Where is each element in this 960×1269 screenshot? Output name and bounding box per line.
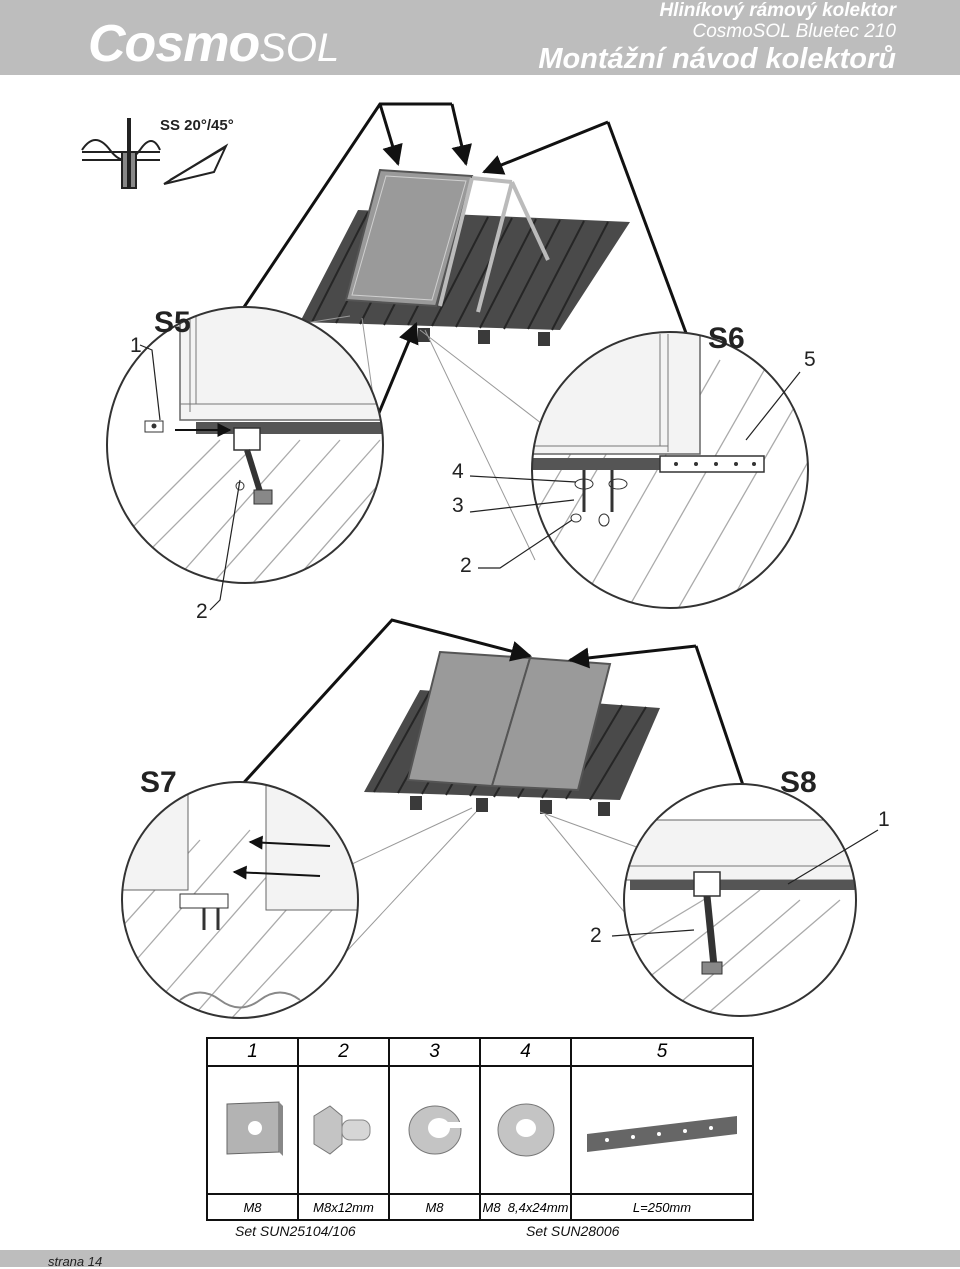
detail-s5 bbox=[106, 306, 384, 584]
step-label-s8: S8 bbox=[780, 766, 817, 799]
perforated-strip-icon bbox=[587, 1115, 737, 1152]
header-line-2: CosmoSOL Bluetec 210 bbox=[692, 21, 897, 42]
step-label-s5: S5 bbox=[154, 306, 191, 339]
detail-s7 bbox=[121, 781, 359, 1019]
part-number-4: 4 bbox=[479, 1037, 572, 1067]
part-number-5: 5 bbox=[570, 1037, 754, 1067]
brand-logo: CosmoSOL bbox=[88, 14, 339, 74]
part-code-1: M8 bbox=[206, 1193, 299, 1221]
callout-leaders-top bbox=[139, 344, 801, 611]
collector-panels-bottom bbox=[406, 650, 612, 792]
detail-s6 bbox=[531, 331, 809, 609]
pointer-arrows-top bbox=[228, 102, 698, 421]
part-code-4: M8 8,4x24mm bbox=[479, 1193, 572, 1221]
page-number: strana 14 bbox=[48, 1254, 103, 1269]
part-image-5 bbox=[570, 1065, 754, 1195]
part-image-1 bbox=[206, 1065, 299, 1195]
step-label-s6: S6 bbox=[708, 322, 745, 355]
collector-panel-top bbox=[344, 168, 474, 308]
page-footer bbox=[0, 1250, 960, 1267]
logo-sub-text: SOL bbox=[259, 26, 340, 70]
callout-s5-2: 2 bbox=[196, 600, 208, 623]
header-titles: Hliníkový rámový kolektor CosmoSOL Bluet… bbox=[538, 0, 896, 75]
tilt-angle-label: SS 20°/45° bbox=[160, 117, 234, 134]
part-code-2: M8x12mm bbox=[297, 1193, 390, 1221]
step-label-s7: S7 bbox=[140, 766, 177, 799]
set-label-2: Set SUN28006 bbox=[526, 1223, 620, 1239]
callout-leaders-bottom bbox=[611, 829, 879, 937]
support-frame bbox=[438, 176, 550, 313]
part-image-4 bbox=[479, 1065, 572, 1195]
hex-bolt-icon bbox=[313, 1104, 370, 1155]
callout-s6-4: 4 bbox=[452, 460, 464, 483]
flat-washer-icon bbox=[497, 1103, 554, 1156]
part-code-5: L=250mm bbox=[570, 1193, 754, 1221]
callout-s8-2: 2 bbox=[590, 924, 602, 947]
part-number-1: 1 bbox=[206, 1037, 299, 1067]
callout-s6-5: 5 bbox=[804, 348, 816, 371]
mounting-detail-icon bbox=[81, 118, 229, 189]
parts-table: 1 2 3 4 5 bbox=[206, 1037, 754, 1221]
part-number-2: 2 bbox=[297, 1037, 390, 1067]
callout-s5-1: 1 bbox=[130, 334, 142, 357]
logo-main-text: Cosmo bbox=[88, 15, 260, 73]
split-washer-icon bbox=[408, 1105, 463, 1154]
callout-s8-1: 1 bbox=[878, 808, 890, 831]
page-header: CosmoSOL Hliníkový rámový kolektor Cosmo… bbox=[0, 0, 960, 75]
callout-s6-3: 3 bbox=[452, 494, 464, 517]
part-image-2 bbox=[297, 1065, 390, 1195]
set-label-1: Set SUN25104/106 bbox=[235, 1223, 356, 1239]
header-line-1: Hliníkový rámový kolektor bbox=[659, 0, 896, 21]
document-title: Montážní návod kolektorů bbox=[538, 43, 896, 75]
part-number-3: 3 bbox=[388, 1037, 481, 1067]
assembly-drawing bbox=[81, 102, 879, 1019]
square-plate-icon bbox=[226, 1100, 283, 1156]
detail-s8 bbox=[623, 783, 857, 1017]
roof-top bbox=[300, 210, 630, 346]
part-image-3 bbox=[388, 1065, 481, 1195]
callout-s6-2: 2 bbox=[460, 554, 472, 577]
part-code-3: M8 bbox=[388, 1193, 481, 1221]
pointer-arrows-bottom bbox=[226, 618, 750, 802]
